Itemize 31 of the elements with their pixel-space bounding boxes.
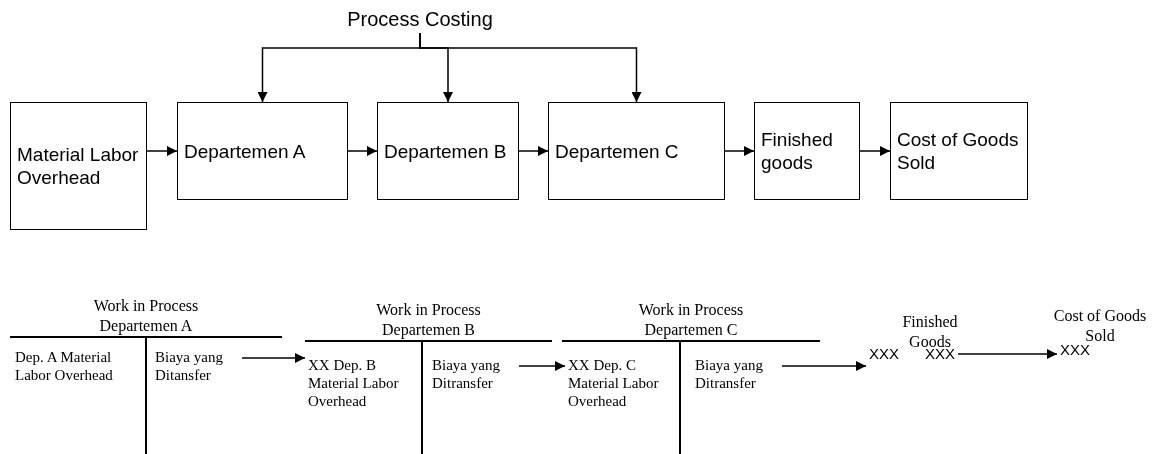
arrow (347, 146, 378, 156)
process-box: Material Labor Overhead (10, 102, 147, 230)
arrow (241, 353, 306, 363)
process-box: Cost of Goods Sold (890, 102, 1028, 200)
account-entry: Dep. A Material Labor Overhead (15, 348, 125, 384)
arrow (518, 146, 549, 156)
t-account (10, 296, 282, 454)
amount-entry: XXX (869, 344, 899, 364)
process-box: Departemen A (177, 102, 348, 200)
arrow (146, 146, 178, 156)
arrow (859, 146, 891, 156)
account-heading: Work in Process Departemen A (92, 296, 200, 336)
arrow (419, 32, 642, 103)
account-heading: Finished Goods (901, 312, 959, 350)
arrow (724, 146, 755, 156)
process-box: Finished goods (754, 102, 860, 200)
arrow (957, 349, 1058, 359)
arrow (781, 361, 867, 371)
process-box: Departemen B (377, 102, 519, 200)
t-account (305, 300, 552, 454)
process-box: Departemen C (548, 102, 725, 200)
t-account (562, 300, 820, 454)
account-entry: Biaya yang Ditransfer (695, 356, 779, 392)
account-entry: XX Dep. B Material Labor Overhead (308, 356, 403, 410)
account-heading: Work in Process Departemen B (375, 300, 482, 340)
arrow (518, 361, 566, 371)
account-entry: Biaya yang Ditansfer (155, 348, 239, 384)
account-entry: XX Dep. C Material Labor Overhead (568, 356, 663, 410)
title-text: Process Costing (345, 5, 495, 33)
account-entry: Biaya yang Ditransfer (432, 356, 516, 392)
account-heading: Work in Process Departemen C (637, 300, 745, 340)
